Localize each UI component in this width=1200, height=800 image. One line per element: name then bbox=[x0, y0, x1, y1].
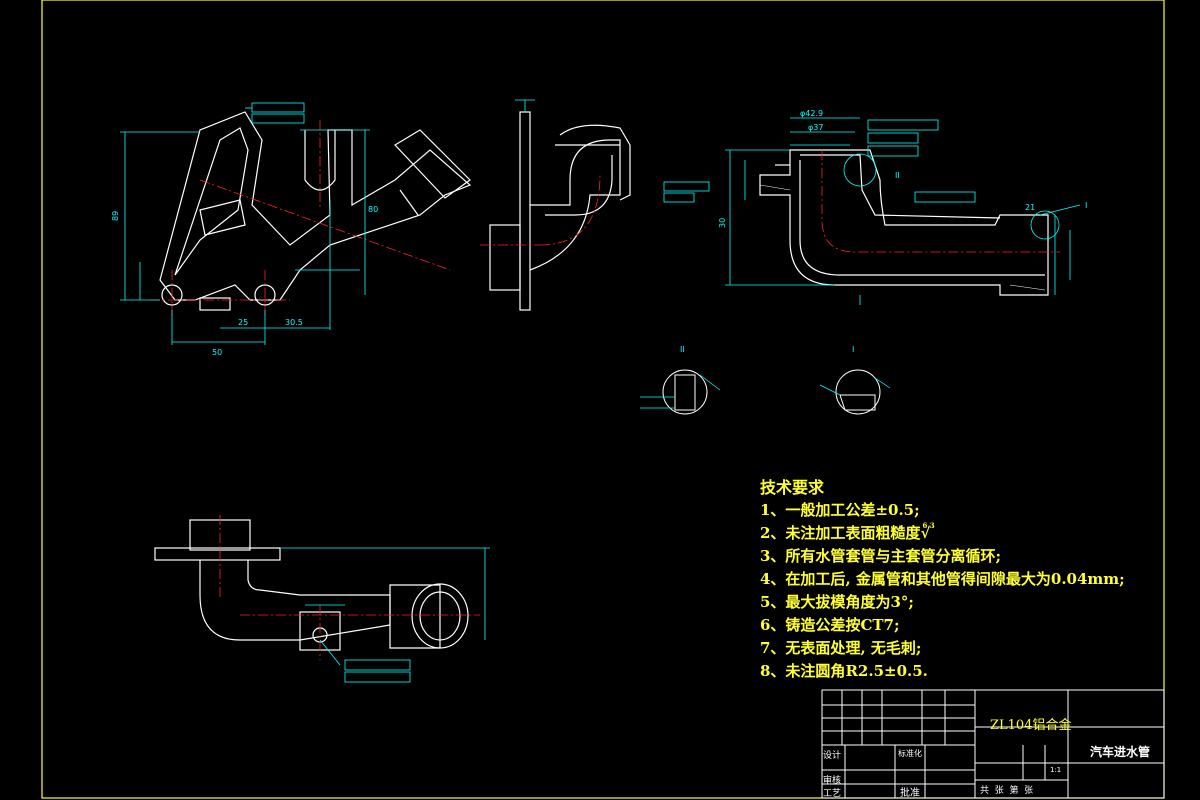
top-view bbox=[154, 519, 469, 651]
detail-view-ii-dims bbox=[640, 374, 721, 409]
dim-label: 50 bbox=[212, 348, 222, 357]
dim-label: 30.5 bbox=[285, 318, 303, 327]
note-item: 6、铸造公差按CT7; bbox=[760, 616, 900, 634]
detail-label-ii: II bbox=[680, 345, 685, 354]
dim-label: φ37 bbox=[808, 123, 823, 132]
dim-label: 80 bbox=[368, 205, 378, 214]
roughness-value: 6.3 bbox=[922, 521, 935, 530]
top-view-centerlines bbox=[219, 515, 480, 660]
section-view-hatch bbox=[759, 184, 1046, 291]
section-view-labels: φ42.9 φ37 30 21 II I bbox=[718, 109, 1087, 228]
dim-label: 30 bbox=[718, 218, 727, 228]
section-view bbox=[759, 149, 1049, 296]
front-view bbox=[159, 111, 472, 311]
section-mark: II bbox=[895, 171, 900, 180]
side-view-section-mark bbox=[515, 99, 535, 112]
notes-title: 技术要求 bbox=[760, 478, 825, 497]
title-block-process: 工艺 bbox=[823, 789, 842, 799]
dim-label: 21 bbox=[1025, 203, 1035, 212]
note-item-text: 2、未注加工表面粗糙度 bbox=[760, 524, 921, 542]
section-view-dimensions bbox=[663, 117, 1081, 305]
note-item: 3、所有水管套管与主套管分离循环; bbox=[760, 547, 1001, 565]
dim-label: 89 bbox=[111, 211, 120, 221]
detail-view-i bbox=[835, 369, 881, 415]
title-block-approve: 批准 bbox=[900, 788, 920, 799]
dim-label: 25 bbox=[238, 318, 248, 327]
title-block-design: 设计 bbox=[823, 751, 842, 761]
front-view-labels: 89 50 25 30.5 80 bbox=[111, 205, 378, 357]
title-block-standardize: 标准化 bbox=[898, 749, 922, 758]
detail-view-ii bbox=[662, 369, 708, 415]
note-item: 7、无表面处理, 无毛刺; bbox=[760, 639, 922, 657]
section-mark: I bbox=[1085, 201, 1087, 210]
side-view-centerlines bbox=[480, 174, 601, 246]
title-block-material: ZL104铝合金 bbox=[990, 718, 1072, 733]
note-item: 4、在加工后, 金属管和其他管得间隙最大为0.04mm; bbox=[760, 570, 1125, 588]
roughness-symbol: 6.3√ bbox=[920, 521, 942, 545]
detail-view-i-dims bbox=[819, 377, 891, 396]
title-block-scale: 1:1 bbox=[1050, 766, 1062, 774]
side-view bbox=[489, 111, 631, 311]
title-block-part-name: 汽车进水管 bbox=[1090, 745, 1151, 759]
dim-label: φ42.9 bbox=[800, 109, 823, 118]
title-block-sheets: 共 张 第 张 bbox=[980, 786, 1034, 796]
check-icon: √ bbox=[920, 524, 931, 542]
section-view-centerlines bbox=[821, 150, 1060, 253]
title-block-review: 审核 bbox=[823, 776, 842, 786]
top-view-dimensions bbox=[280, 547, 490, 683]
drawing-frame bbox=[41, 0, 1165, 799]
note-item: 8、未注圆角R2.5±0.5. bbox=[760, 662, 928, 680]
detail-label-i: I bbox=[852, 345, 854, 354]
note-item: 5、最大拔模角度为3°; bbox=[760, 593, 914, 611]
note-item: 1、一般加工公差±0.5; bbox=[760, 501, 920, 519]
front-view-dimensions bbox=[120, 102, 370, 345]
title-block bbox=[821, 689, 1165, 799]
